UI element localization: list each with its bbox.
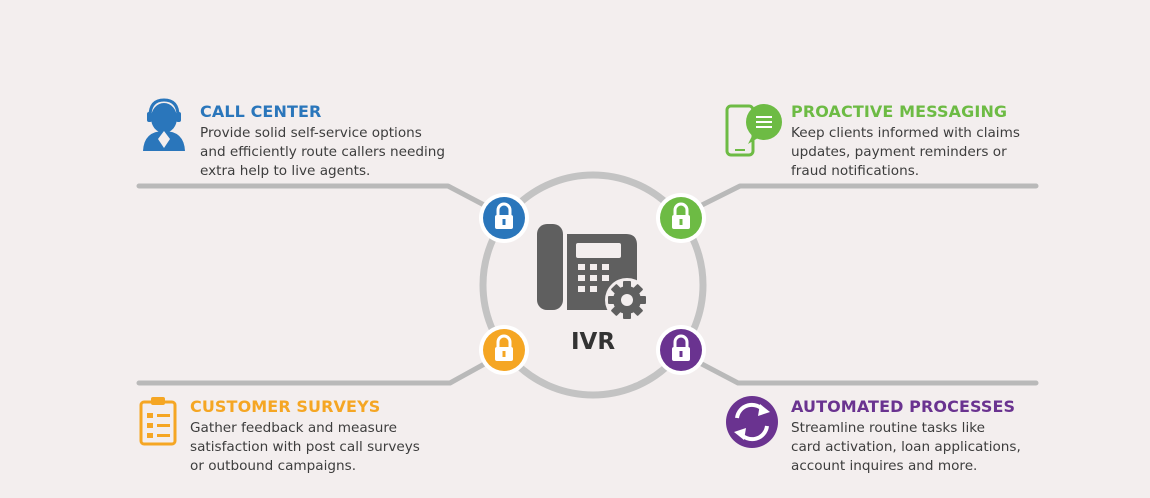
description-line: updates, payment reminders or	[791, 144, 1007, 160]
lock-badge-proactive-messaging	[656, 193, 706, 243]
connector-line-automated-processes	[695, 359, 1039, 386]
connector-line-customer-surveys	[136, 359, 491, 386]
phone-message-icon	[725, 104, 782, 157]
description-line: account inquires and more.	[791, 458, 978, 474]
section-title: CUSTOMER SURVEYS	[190, 397, 381, 416]
center-ring	[479, 171, 707, 399]
description-line: extra help to live agents.	[200, 163, 371, 179]
description-line: Streamline routine tasks like	[791, 420, 985, 436]
section-description: Gather feedback and measure satisfaction…	[190, 419, 420, 476]
section-automated-processes: AUTOMATED PROCESSES Streamline routine t…	[791, 397, 1021, 476]
lock-icon	[495, 202, 513, 229]
ivr-label: IVR	[571, 329, 616, 355]
connector-line-proactive-messaging	[697, 183, 1039, 209]
description-line: Provide solid self-service options	[200, 125, 422, 141]
lock-icon	[495, 334, 513, 361]
agent-headset-icon	[143, 98, 185, 151]
section-customer-surveys: CUSTOMER SURVEYS Gather feedback and mea…	[190, 397, 420, 476]
section-title: AUTOMATED PROCESSES	[791, 397, 1016, 416]
lock-icon	[672, 334, 690, 361]
description-line: and efficiently route callers needing	[200, 144, 446, 160]
section-description: Provide solid self-service options and e…	[200, 124, 445, 181]
lock-badge-customer-surveys	[479, 325, 529, 375]
description-line: Gather feedback and measure	[190, 420, 398, 436]
lock-badge-call-center	[479, 193, 529, 243]
lock-icon	[672, 202, 690, 229]
description-line: Keep clients informed with claims	[791, 125, 1020, 141]
lock-badge-automated-processes	[656, 325, 706, 375]
description-line: satisfaction with post call surveys	[190, 439, 420, 455]
section-title: PROACTIVE MESSAGING	[791, 102, 1008, 121]
refresh-arrows-icon	[726, 396, 778, 448]
clipboard-icon	[139, 397, 177, 446]
description-line: or outbound campaigns.	[190, 458, 357, 474]
section-call-center: CALL CENTER Provide solid self-service o…	[200, 102, 445, 181]
connector-line-call-center	[136, 183, 489, 209]
section-title: CALL CENTER	[200, 102, 322, 121]
section-proactive-messaging: PROACTIVE MESSAGING Keep clients informe…	[791, 102, 1020, 181]
section-description: Streamline routine tasks like card activ…	[791, 419, 1021, 476]
desk-phone-gear-icon	[537, 224, 649, 322]
description-line: fraud notifications.	[791, 163, 920, 179]
section-description: Keep clients informed with claims update…	[791, 124, 1020, 181]
description-line: card activation, loan applications,	[791, 439, 1021, 455]
